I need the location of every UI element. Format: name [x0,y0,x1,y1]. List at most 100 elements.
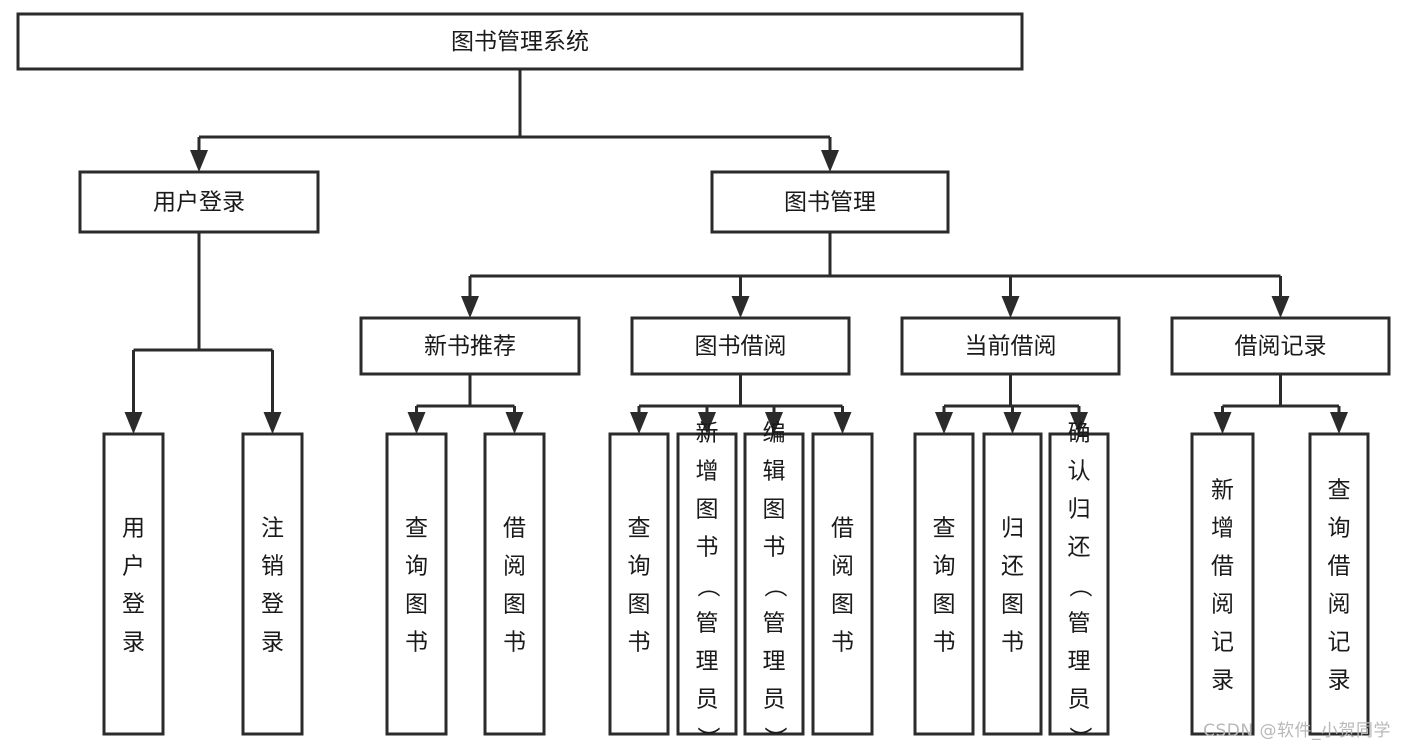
node-label: 图书借阅 [695,334,787,360]
node-label-char: 书 [405,630,428,656]
node-label: 图书管理系统 [451,29,589,55]
node-label-char: 查 [405,516,428,542]
node-label-char: 图 [831,592,854,618]
node-book-management[interactable]: 图书管理 [710,170,950,234]
node-label-char: 销 [261,554,284,580]
node-label-char: 图 [763,497,786,523]
node-label-char: 归 [1001,516,1024,542]
node-label-char: 查 [933,516,956,542]
node-label-char: 阅 [1211,592,1234,618]
node-label-char: 员 [1068,687,1091,713]
node-label-char: 书 [503,630,526,656]
node-label-char: 增 [1211,516,1234,542]
node-label-char: 询 [628,554,651,580]
node-label-char: 书 [628,630,651,656]
node-label-char: 记 [1328,630,1351,656]
node-label-char: 注 [261,516,284,542]
node-label-char: 辑 [763,459,786,485]
node-label-char: 管 [763,611,786,637]
node-label-char: 录 [1328,668,1351,694]
node-label-char: 阅 [1328,592,1351,618]
node-label-char: 图 [405,592,428,618]
node-label: 借阅记录 [1235,334,1327,360]
node-label-char: 认 [1068,459,1091,485]
node-label-char: 书 [831,630,854,656]
watermark-label: CSDN @软件_小贺同学 [1203,721,1391,741]
node-label-char: 理 [763,649,786,675]
node-label: 当前借阅 [965,334,1057,360]
node-label-char: 记 [1211,630,1234,656]
node-borrow-record[interactable]: 借阅记录 [1170,316,1391,376]
node-label-char: 借 [1211,554,1234,580]
node-label-char: 询 [1328,516,1351,542]
node-label-char: 确 [1068,421,1091,447]
node-label-char: 借 [1328,554,1351,580]
node-label-char: （ [1067,575,1093,598]
node-label-char: 阅 [831,554,854,580]
node-label-char: 书 [763,535,786,561]
node-label-char: 理 [1068,649,1091,675]
node-label-char: 查 [628,516,651,542]
node-current-borrow[interactable]: 当前借阅 [900,316,1121,376]
node-label-char: 户 [122,554,145,580]
node-label-char: 书 [1001,630,1024,656]
node-label-char: 借 [503,516,526,542]
node-label-char: ） [1067,727,1093,747]
node-label-char: 新 [696,421,719,447]
node-label-char: 登 [261,592,284,618]
node-label-char: 图 [503,592,526,618]
node-label-char: 图 [696,497,719,523]
node-label-char: 归 [1068,497,1091,523]
node-label-char: 询 [405,554,428,580]
node-label-char: 理 [696,649,719,675]
node-label-char: 图 [628,592,651,618]
node-label-char: 管 [1068,611,1091,637]
node-label-char: 编 [763,421,786,447]
node-label-char: 查 [1328,478,1351,504]
node-label-char: 阅 [503,554,526,580]
node-label-char: 员 [696,687,719,713]
node-label-char: 录 [122,630,145,656]
node-label-char: 借 [831,516,854,542]
node-label-char: ） [695,727,721,747]
node-label-char: 用 [122,516,145,542]
node-label-char: 询 [933,554,956,580]
node-label-char: 录 [261,630,284,656]
node-label-char: 管 [696,611,719,637]
node-label-char: 新 [1211,478,1234,504]
node-label-char: 增 [696,459,719,485]
node-label-char: 员 [763,687,786,713]
node-label-char: 图 [933,592,956,618]
node-new-book-recommend[interactable]: 新书推荐 [359,316,581,376]
node-label-char: 录 [1211,668,1234,694]
node-label-char: ） [762,727,788,747]
node-label-char: 还 [1068,535,1091,561]
node-label-char: （ [762,575,788,598]
node-label-char: （ [695,575,721,598]
node-leaf-user-login[interactable]: 用户登录 [102,432,165,736]
node-label-char: 书 [696,535,719,561]
node-label: 新书推荐 [424,334,516,360]
connector-layer [124,69,1348,434]
node-undefined[interactable]: 图书管理系统 [16,12,1024,71]
node-label-char: 登 [122,592,145,618]
node-label: 图书管理 [784,190,876,216]
node-layer: 图书管理系统用户登录图书管理新书推荐图书借阅当前借阅借阅记录用户登录注销登录查询… [16,12,1391,747]
node-label: 用户登录 [153,190,245,216]
node-user-login[interactable]: 用户登录 [78,170,320,234]
node-book-borrow[interactable]: 图书借阅 [630,316,851,376]
